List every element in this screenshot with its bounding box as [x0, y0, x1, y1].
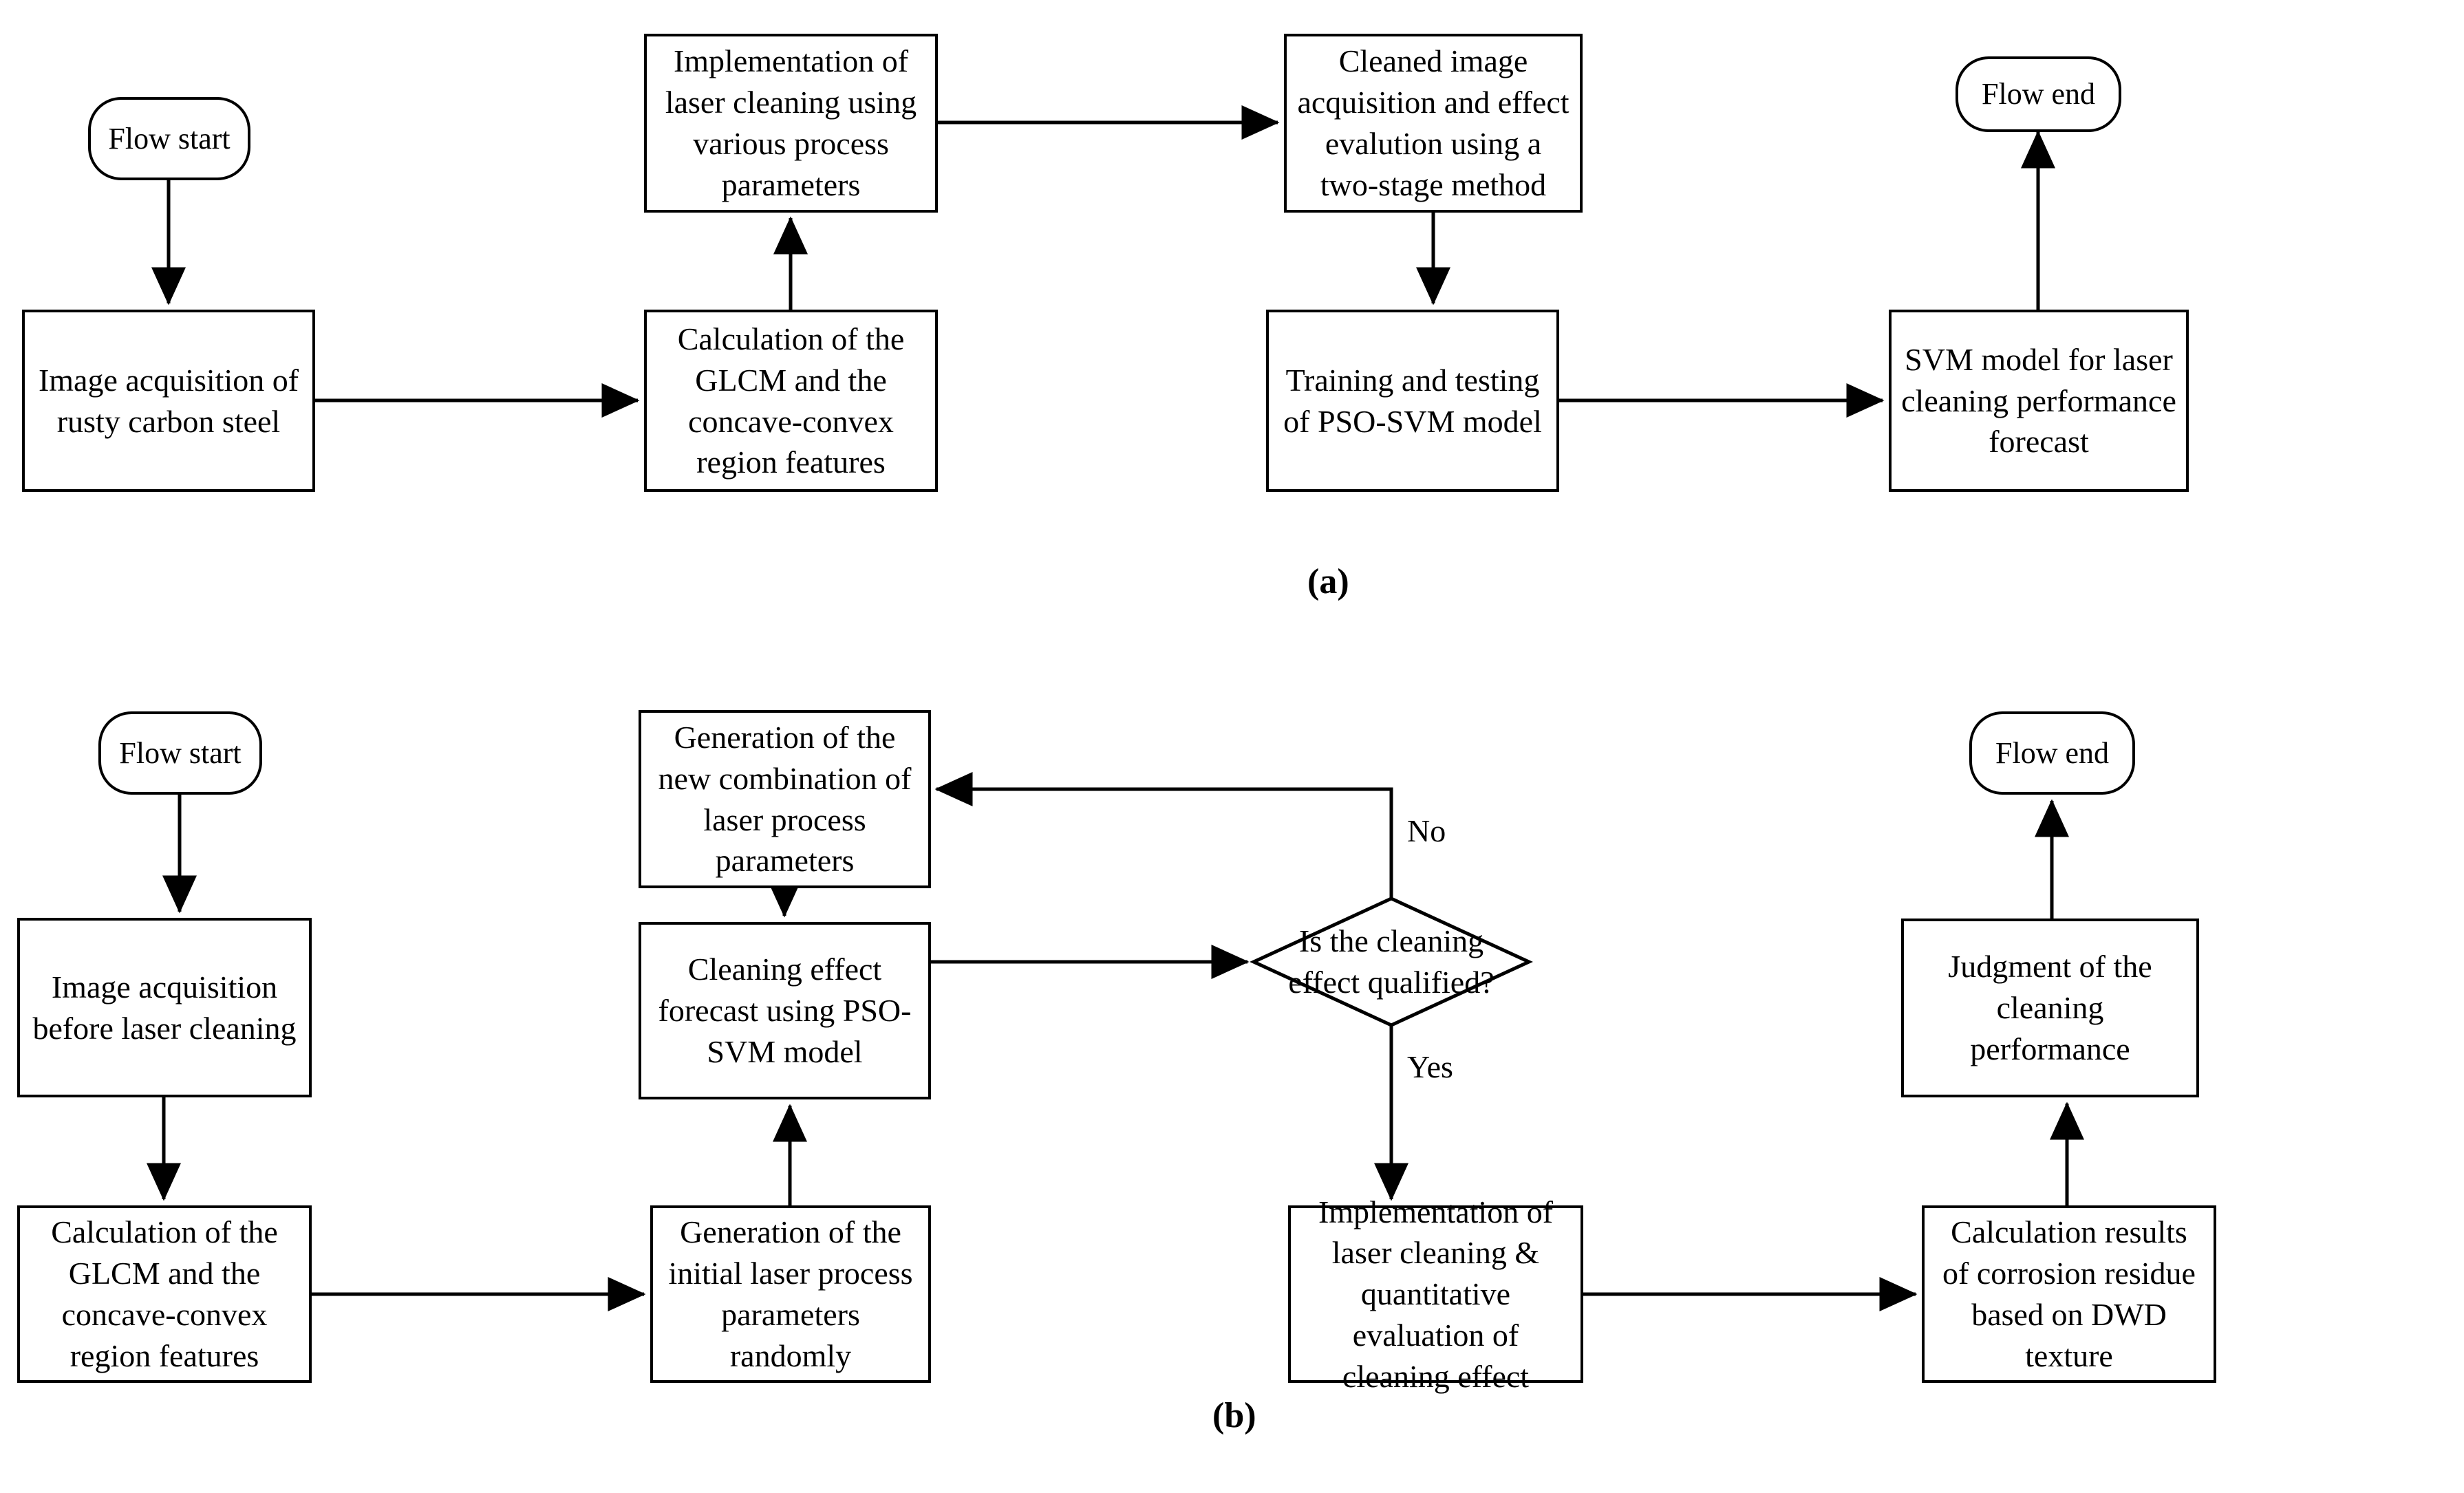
node-b-corrosion-residue-label: Calculation results of corrosion residue… [1942, 1214, 2196, 1373]
node-b-flow-start[interactable]: Flow start [98, 711, 262, 795]
node-a-image-acquisition-label: Image acquisition of rusty carbon steel [38, 362, 299, 439]
node-a-implementation[interactable]: Implementation of laser cleaning using v… [644, 34, 938, 213]
node-b-flow-end-label: Flow end [1995, 735, 2109, 770]
node-a-flow-end-label: Flow end [1982, 77, 2095, 111]
node-a-cleaned-acquisition[interactable]: Cleaned image acquisition and effect eva… [1284, 34, 1583, 213]
edge-b-decision-no-feedback [934, 772, 1393, 899]
node-a-flow-start-label: Flow start [108, 121, 231, 155]
node-b-glcm-calculation-label: Calculation of the GLCM and the concave-… [51, 1214, 278, 1373]
node-b-flow-end[interactable]: Flow end [1969, 711, 2135, 795]
node-a-flow-end[interactable]: Flow end [1956, 56, 2121, 132]
node-a-flow-start[interactable]: Flow start [88, 97, 250, 180]
node-b-decision[interactable]: Is the cleaning effect qualified? [1254, 899, 1529, 1025]
node-b-implementation[interactable]: Implementation of laser cleaning & quant… [1288, 1194, 1583, 1394]
node-b-judgment-label: Judgment of the cleaning performance [1948, 949, 2152, 1066]
node-b-effect-forecast-label: Cleaning effect forecast using PSO-SVM m… [658, 952, 912, 1069]
node-b-decision-label: Is the cleaning effect qualified? [1288, 923, 1495, 1000]
node-b-effect-forecast[interactable]: Cleaning effect forecast using PSO-SVM m… [639, 922, 931, 1099]
node-a-svm-model-label: SVM model for laser cleaning performance… [1901, 341, 2176, 460]
edge-label-no: No [1407, 813, 1446, 848]
node-b-judgment[interactable]: Judgment of the cleaning performance [1901, 919, 2199, 1097]
node-b-flow-start-label: Flow start [119, 735, 242, 770]
node-b-corrosion-residue[interactable]: Calculation results of corrosion residue… [1922, 1205, 2216, 1383]
node-b-new-combination[interactable]: Generation of the new combination of las… [639, 710, 931, 888]
node-b-new-combination-label: Generation of the new combination of las… [658, 719, 912, 879]
node-a-training-testing[interactable]: Training and testing of PSO-SVM model [1266, 310, 1559, 492]
node-b-glcm-calculation[interactable]: Calculation of the GLCM and the concave-… [17, 1205, 312, 1383]
node-a-implementation-label: Implementation of laser cleaning using v… [665, 43, 917, 202]
node-a-cleaned-acquisition-label: Cleaned image acquisition and effect eva… [1297, 43, 1570, 202]
node-b-implementation-label: Implementation of laser cleaning & quant… [1318, 1194, 1554, 1394]
node-b-initial-params-label: Generation of the initial laser process … [668, 1214, 913, 1373]
panel-label-b: (b) [1212, 1396, 1256, 1435]
node-b-image-before-label: Image acquisition before laser cleaning [32, 969, 297, 1046]
node-a-training-testing-label: Training and testing of PSO-SVM model [1283, 362, 1542, 439]
node-a-svm-model[interactable]: SVM model for laser cleaning performance… [1889, 310, 2189, 492]
edge-label-yes: Yes [1407, 1049, 1453, 1084]
node-a-glcm-calculation[interactable]: Calculation of the GLCM and the concave-… [644, 310, 938, 492]
node-b-image-before[interactable]: Image acquisition before laser cleaning [17, 918, 312, 1097]
node-a-glcm-calculation-label: Calculation of the GLCM and the concave-… [677, 321, 905, 480]
node-a-image-acquisition[interactable]: Image acquisition of rusty carbon steel [22, 310, 315, 492]
node-b-initial-params[interactable]: Generation of the initial laser process … [650, 1205, 931, 1383]
panel-label-a: (a) [1307, 562, 1349, 601]
